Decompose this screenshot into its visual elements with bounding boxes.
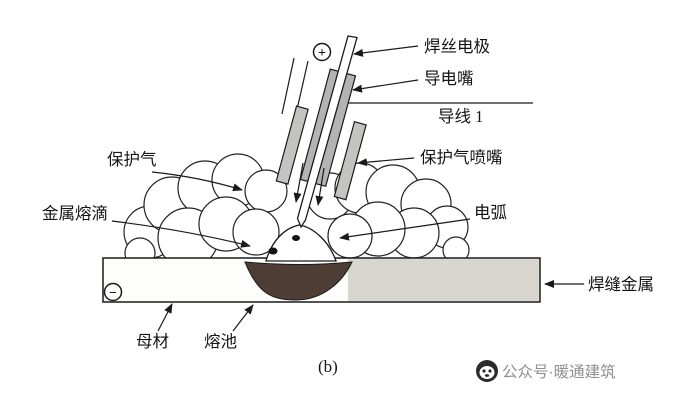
shielding-gas-arrow — [151, 171, 243, 192]
panel-label: (b) — [318, 357, 338, 376]
label-electrode: 焊丝电极 — [424, 37, 490, 56]
metal-droplets — [268, 235, 300, 255]
weld-pool-shape — [244, 261, 353, 301]
arc-region — [265, 224, 337, 262]
electrode-arrow — [353, 45, 419, 57]
arc-arrow — [339, 218, 471, 241]
watermark: 公众号·暖通建筑 — [476, 360, 616, 382]
gas-nozzle — [275, 105, 367, 201]
label-shielding-gas: 保护气 — [107, 150, 157, 169]
label-gas-nozzle: 保护气喷嘴 — [420, 148, 503, 167]
positive-symbol: + — [318, 46, 326, 61]
label-weld-seam-metal: 焊缝金属 — [588, 275, 654, 294]
negative-terminal-icon: − — [103, 282, 123, 302]
electrode-wire-shape — [296, 35, 358, 229]
label-weld-pool: 熔池 — [204, 332, 237, 351]
watermark-logo-icon — [476, 360, 498, 382]
base-plate — [102, 257, 541, 303]
label-lead-wire: 导线 1 — [438, 107, 483, 126]
watermark-text: 公众号·暖通建筑 — [502, 363, 616, 381]
weld-pool-arrow — [232, 304, 254, 332]
contact-tip-arrow — [352, 79, 419, 93]
label-arc: 电弧 — [474, 203, 507, 222]
label-contact-tip: 导电嘴 — [424, 69, 474, 88]
positive-terminal-icon: + — [312, 42, 332, 62]
gas-nozzle-arrow — [357, 157, 415, 167]
weld-seam-metal-region — [348, 259, 539, 301]
nozzle-contour-lines — [281, 57, 309, 115]
label-base-metal: 母材 — [136, 332, 169, 351]
gas-flow-arrows — [293, 162, 325, 206]
label-metal-droplet: 金属熔滴 — [42, 204, 108, 223]
base-metal-arrow — [157, 303, 173, 332]
metal-droplet-arrow — [111, 220, 251, 248]
leader-arrows — [111, 45, 584, 332]
negative-symbol: − — [109, 286, 117, 301]
